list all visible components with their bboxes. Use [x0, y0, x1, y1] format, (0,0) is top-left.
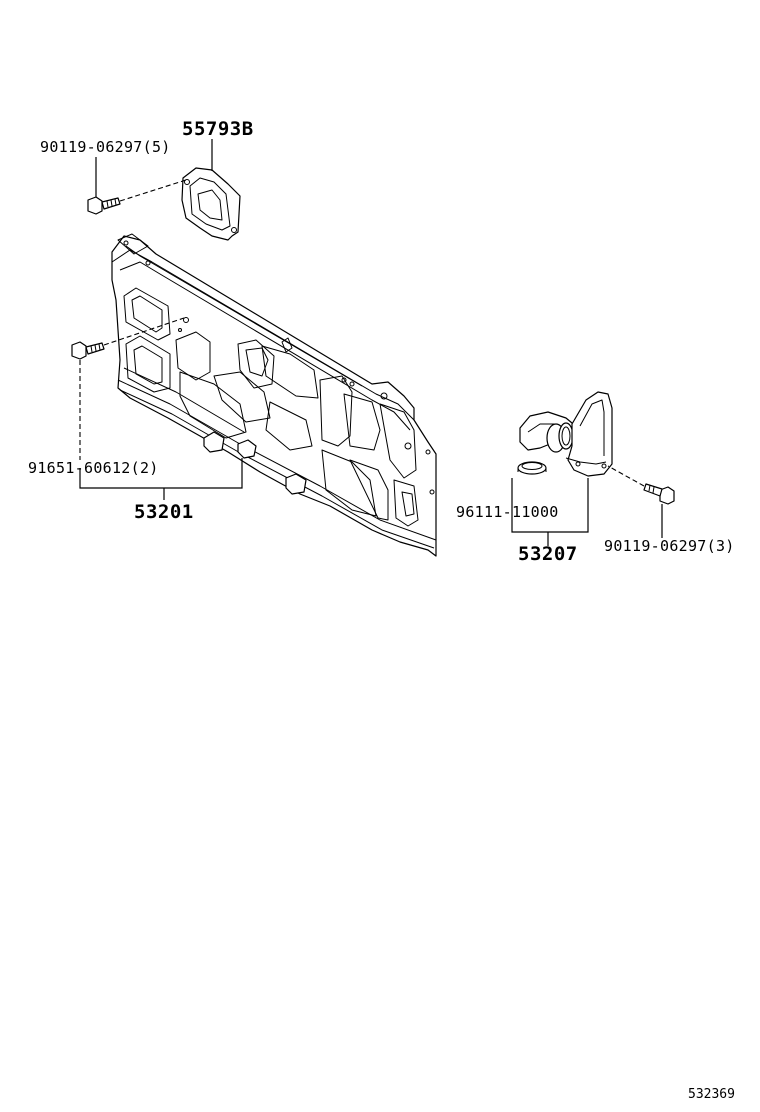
- leader-duct-bracket: [511, 478, 589, 533]
- label-clamp: 96111-11000: [456, 503, 559, 521]
- dash-duct-bolt: [607, 465, 645, 487]
- bracket-55793b: [181, 167, 241, 241]
- leader-panel-bracket: [79, 458, 243, 489]
- label-53207: 53207: [518, 543, 578, 565]
- clamp-96111: [517, 461, 547, 475]
- bolt-upper-left: [87, 196, 121, 215]
- label-55793b: 55793B: [182, 118, 254, 140]
- dash-bracket-bolt: [119, 179, 187, 202]
- bolt-panel-left: [71, 341, 105, 360]
- label-53201: 53201: [134, 501, 194, 523]
- bolt-duct-right: [643, 483, 675, 505]
- label-bracket-bolt: 90119-06297(5): [40, 138, 171, 156]
- diagram-code: 532369: [688, 1087, 735, 1102]
- dash-panel-bolt: [103, 317, 185, 346]
- label-panel-bolt: 91651-60612(2): [28, 459, 159, 477]
- duct-53207: [519, 391, 613, 477]
- label-duct-bolt: 90119-06297(3): [604, 537, 735, 555]
- cowl-panel-53201: [111, 233, 437, 557]
